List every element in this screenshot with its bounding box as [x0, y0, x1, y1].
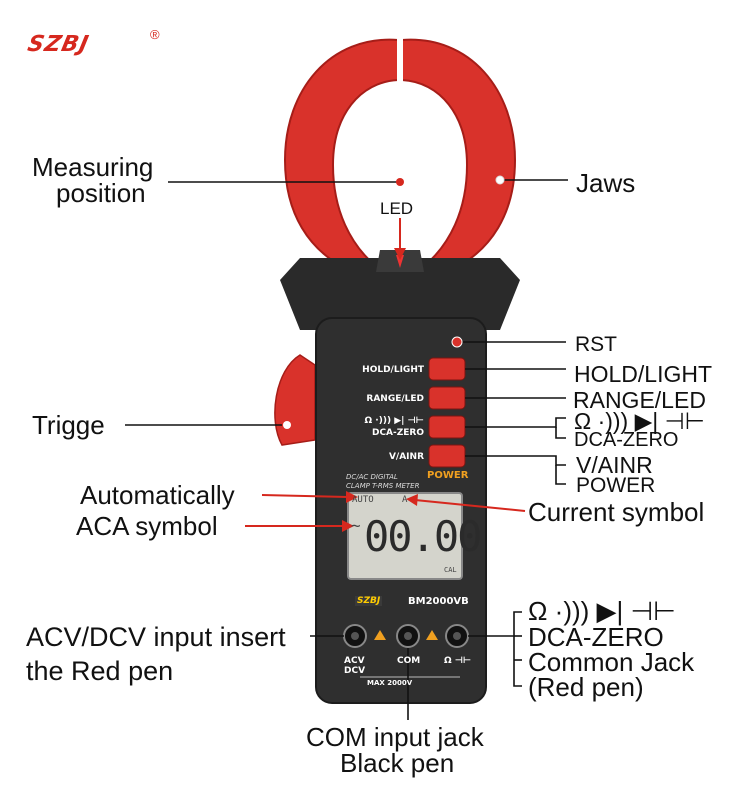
- warning-icon: [426, 630, 438, 640]
- lcd-corner: CAL: [444, 566, 457, 574]
- trigger-dot: [283, 421, 291, 429]
- label-rst: RST: [575, 333, 617, 356]
- trigger-graphic: [274, 354, 316, 446]
- label-right-line4: (Red pen): [528, 672, 644, 702]
- label-range-led: RANGE/LED: [573, 387, 706, 413]
- jack-max-note: MAX 2000V: [367, 679, 413, 687]
- label-ohm-symbols: Ω ·))) ▶| ⊣⊢: [574, 408, 705, 434]
- jack-ohm-label: Ω ⊣⊢: [444, 656, 472, 666]
- label-com-line1: COM input jack: [306, 722, 484, 752]
- lcd-unit: A: [402, 495, 408, 505]
- lcd-auto: AUTO: [352, 495, 374, 505]
- label-right-line1: Ω ·))) ▶| ⊣⊢: [528, 596, 676, 626]
- device-dca-label: DCA-ZERO: [371, 428, 424, 438]
- label-trigge: Trigge: [32, 410, 105, 440]
- brand-logo: SZBJ: [25, 32, 92, 57]
- lcd-display: [347, 492, 463, 580]
- label-automatically: Automatically: [80, 480, 235, 510]
- leader-lines: [125, 179, 568, 720]
- label-right-line2: DCA-ZERO: [528, 622, 664, 652]
- hold-light-button[interactable]: [428, 357, 466, 381]
- label-measuring-line2: position: [56, 178, 146, 208]
- range-led-button[interactable]: [428, 386, 466, 410]
- panel-line2: CLAMP T-RMS METER: [346, 482, 420, 490]
- label-com-line2: Black pen: [340, 748, 455, 778]
- lcd-ac-symbol: ~: [351, 516, 361, 535]
- jaws-dot: [495, 175, 505, 185]
- lcd-reading: 00.00: [364, 512, 482, 561]
- jack-dcv-label: DCV: [344, 666, 366, 676]
- label-led: LED: [380, 199, 414, 218]
- device-vainr-label: V/AINR: [388, 452, 424, 462]
- device-brand: SZBJ: [355, 596, 383, 606]
- ohm-dca-zero-button[interactable]: [428, 415, 466, 439]
- label-power: POWER: [576, 474, 656, 497]
- label-current-symbol: Current symbol: [528, 497, 705, 527]
- device-range-label: RANGE/LED: [366, 394, 424, 404]
- label-acv-line2: the Red pen: [26, 656, 174, 686]
- warning-icon: [374, 630, 386, 640]
- jack-acv-label: ACV: [344, 656, 365, 666]
- panel-line1: DC/AC DIGITAL: [346, 473, 398, 481]
- meter-head: [280, 258, 520, 330]
- red-arrows: [245, 218, 526, 532]
- label-jaws: Jaws: [576, 168, 636, 198]
- label-hold-light: HOLD/LIGHT: [574, 361, 713, 387]
- measuring-dot: [396, 178, 404, 186]
- vainr-power-button[interactable]: [428, 444, 466, 468]
- registered-mark: ®: [150, 27, 160, 42]
- label-dca-zero: DCA-ZERO: [574, 429, 679, 451]
- label-right-line3: Common Jack: [528, 647, 695, 677]
- device-power-label: POWER: [427, 470, 469, 481]
- rst-dot[interactable]: [451, 336, 463, 348]
- label-aca-symbol: ACA symbol: [76, 511, 218, 541]
- label-vainr: V/AINR: [576, 452, 653, 478]
- label-measuring-line1: Measuring: [32, 152, 154, 182]
- label-acv-line1: ACV/DCV input insert: [26, 622, 286, 652]
- device-model: BM2000VB: [408, 596, 469, 607]
- jack-com-label: COM: [397, 656, 421, 666]
- device-hold-label: HOLD/LIGHT: [362, 365, 424, 375]
- device-ohm-label: Ω ·))) ▶| ⊣⊢: [364, 416, 424, 426]
